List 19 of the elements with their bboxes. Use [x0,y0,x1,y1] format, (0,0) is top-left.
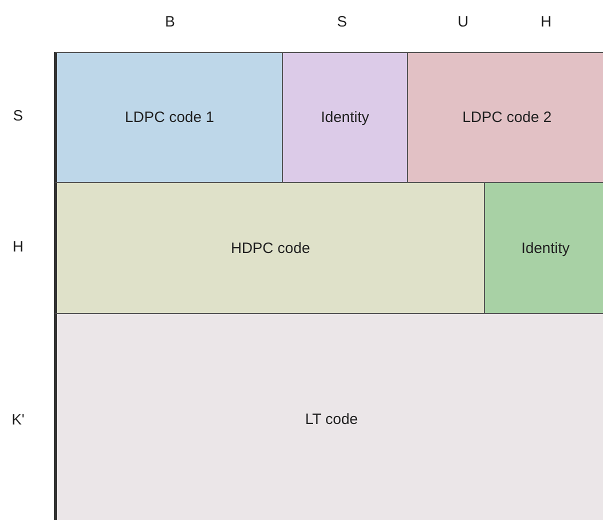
matrix-block [54,313,603,520]
block-label: Identity [521,240,570,256]
matrix-block [407,52,603,183]
row-label: K' [12,412,24,428]
block-label: LT code [305,410,358,428]
block-label: LDPC code 2 [462,109,552,126]
block-label: HDPC code [230,240,310,256]
matrix-block [54,52,283,183]
column-label: B [165,14,175,30]
matrix-block [54,182,485,314]
column-label: U [458,14,468,30]
block-label: LDPC code 1 [124,109,214,126]
block-label: Identity [320,109,370,126]
matrix-block [282,52,408,183]
column-label: H [540,14,552,30]
row-label: H [12,238,24,256]
row-label: S [13,108,23,124]
column-label: S [337,14,347,30]
matrix-block [484,182,603,314]
